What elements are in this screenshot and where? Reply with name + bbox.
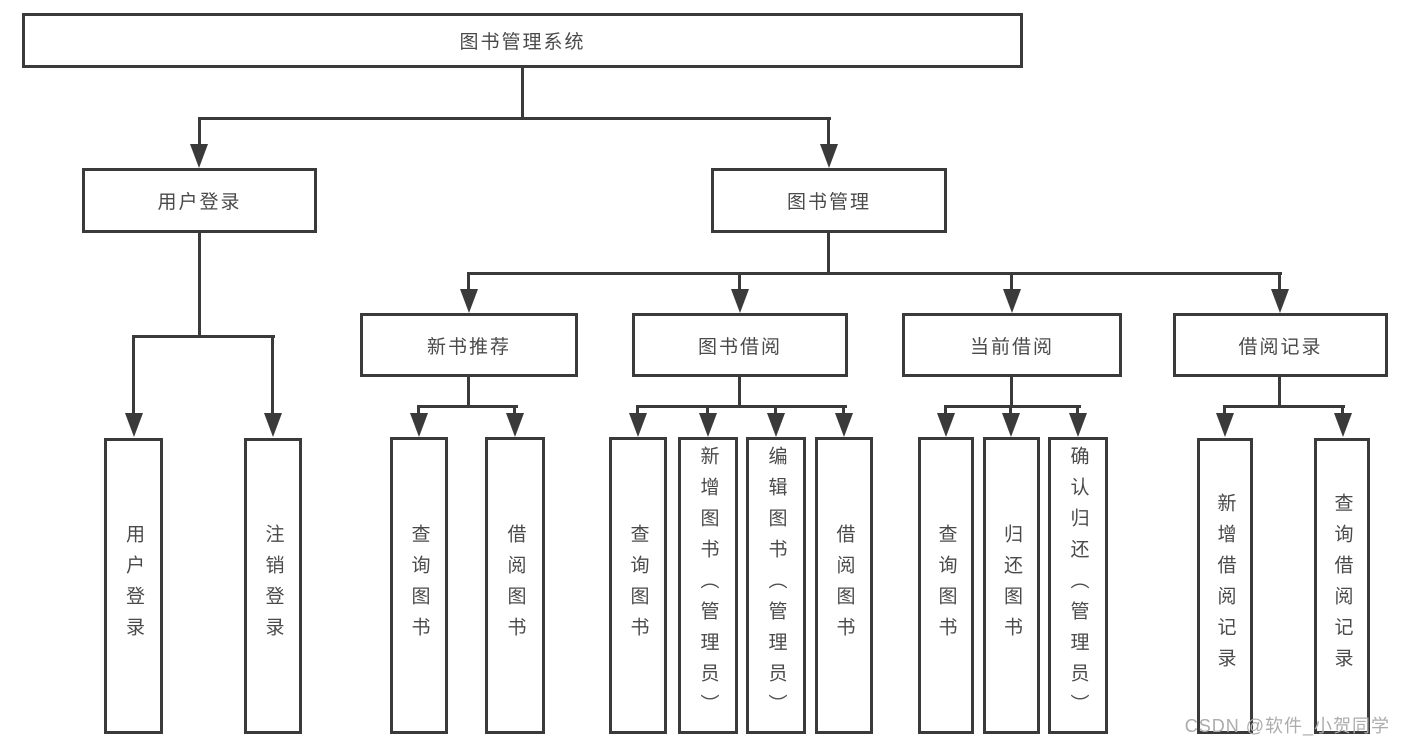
connector-line bbox=[842, 405, 845, 417]
node-borrowing-records: 借阅记录 bbox=[1173, 313, 1388, 377]
connector-line bbox=[1009, 405, 1012, 417]
connector-line bbox=[1223, 405, 1345, 408]
leaf-add-borrow-record: 新增借阅记录 bbox=[1197, 438, 1253, 734]
connector-line bbox=[738, 377, 741, 408]
connector-line bbox=[636, 405, 847, 408]
connector-line bbox=[944, 405, 947, 417]
connector-line bbox=[827, 233, 830, 275]
arrowhead-icon bbox=[1003, 289, 1021, 313]
connector-line bbox=[1278, 377, 1281, 408]
connector-line bbox=[198, 117, 201, 147]
node-user-login: 用户登录 bbox=[82, 168, 317, 233]
connector-line bbox=[467, 272, 1282, 275]
leaf-add-books-admin: 新增图书（管理员） bbox=[678, 437, 738, 734]
connector-line bbox=[198, 117, 831, 120]
arrowhead-icon bbox=[1271, 289, 1289, 313]
connector-line bbox=[774, 405, 777, 417]
connector-line bbox=[827, 117, 830, 147]
connector-line bbox=[1010, 377, 1013, 408]
node-book-borrowing: 图书借阅 bbox=[632, 313, 848, 377]
arrowhead-icon bbox=[1216, 413, 1234, 437]
connector-line bbox=[417, 405, 420, 417]
connector-line bbox=[738, 272, 741, 292]
connector-line bbox=[636, 405, 639, 417]
connector-line bbox=[417, 405, 518, 408]
arrowhead-icon bbox=[264, 413, 282, 437]
node-book-management: 图书管理 bbox=[711, 168, 947, 233]
arrowhead-icon bbox=[1069, 413, 1087, 437]
leaf-confirm-return-admin: 确认归还（管理员） bbox=[1048, 437, 1108, 734]
connector-line bbox=[132, 335, 275, 338]
leaf-edit-books-admin: 编辑图书（管理员） bbox=[746, 437, 806, 734]
arrowhead-icon bbox=[460, 289, 478, 313]
leaf-query-books-borrowing: 查询图书 bbox=[609, 437, 667, 734]
arrowhead-icon bbox=[699, 413, 717, 437]
leaf-query-books-recommend: 查询图书 bbox=[390, 437, 448, 734]
connector-line bbox=[467, 272, 470, 292]
leaf-borrow-books-recommend: 借阅图书 bbox=[485, 437, 545, 734]
connector-line bbox=[198, 233, 201, 338]
arrowhead-icon bbox=[629, 413, 647, 437]
leaf-query-borrow-record: 查询借阅记录 bbox=[1314, 438, 1370, 734]
arrowhead-icon bbox=[125, 413, 143, 437]
node-new-book-recommend: 新书推荐 bbox=[360, 313, 578, 377]
connector-line bbox=[513, 405, 516, 417]
csdn-watermark: CSDN @软件_小贺同学 bbox=[1184, 716, 1390, 736]
arrowhead-icon bbox=[410, 413, 428, 437]
leaf-user-login: 用户登录 bbox=[104, 438, 163, 734]
arrowhead-icon bbox=[820, 144, 838, 168]
connector-line bbox=[944, 405, 1081, 408]
arrowhead-icon bbox=[767, 413, 785, 437]
leaf-query-books-current: 查询图书 bbox=[918, 437, 974, 734]
connector-line bbox=[132, 335, 135, 415]
arrowhead-icon bbox=[731, 289, 749, 313]
arrowhead-icon bbox=[937, 413, 955, 437]
connector-line bbox=[271, 335, 274, 415]
node-library-system: 图书管理系统 bbox=[22, 13, 1023, 68]
arrowhead-icon bbox=[1334, 413, 1352, 437]
leaf-borrow-books-borrowing: 借阅图书 bbox=[815, 437, 873, 734]
leaf-return-books: 归还图书 bbox=[983, 437, 1040, 734]
connector-line bbox=[706, 405, 709, 417]
arrowhead-icon bbox=[190, 144, 208, 168]
connector-line bbox=[1076, 405, 1079, 417]
connector-line bbox=[1223, 405, 1226, 417]
arrowhead-icon bbox=[1002, 413, 1020, 437]
connector-line bbox=[1278, 272, 1281, 292]
arrowhead-icon bbox=[506, 413, 524, 437]
connector-line bbox=[1341, 405, 1344, 417]
connector-line bbox=[521, 68, 524, 120]
connector-line bbox=[467, 377, 470, 408]
connector-line bbox=[1010, 272, 1013, 292]
arrowhead-icon bbox=[835, 413, 853, 437]
node-current-borrowing: 当前借阅 bbox=[902, 313, 1122, 377]
leaf-logout: 注销登录 bbox=[244, 438, 302, 734]
